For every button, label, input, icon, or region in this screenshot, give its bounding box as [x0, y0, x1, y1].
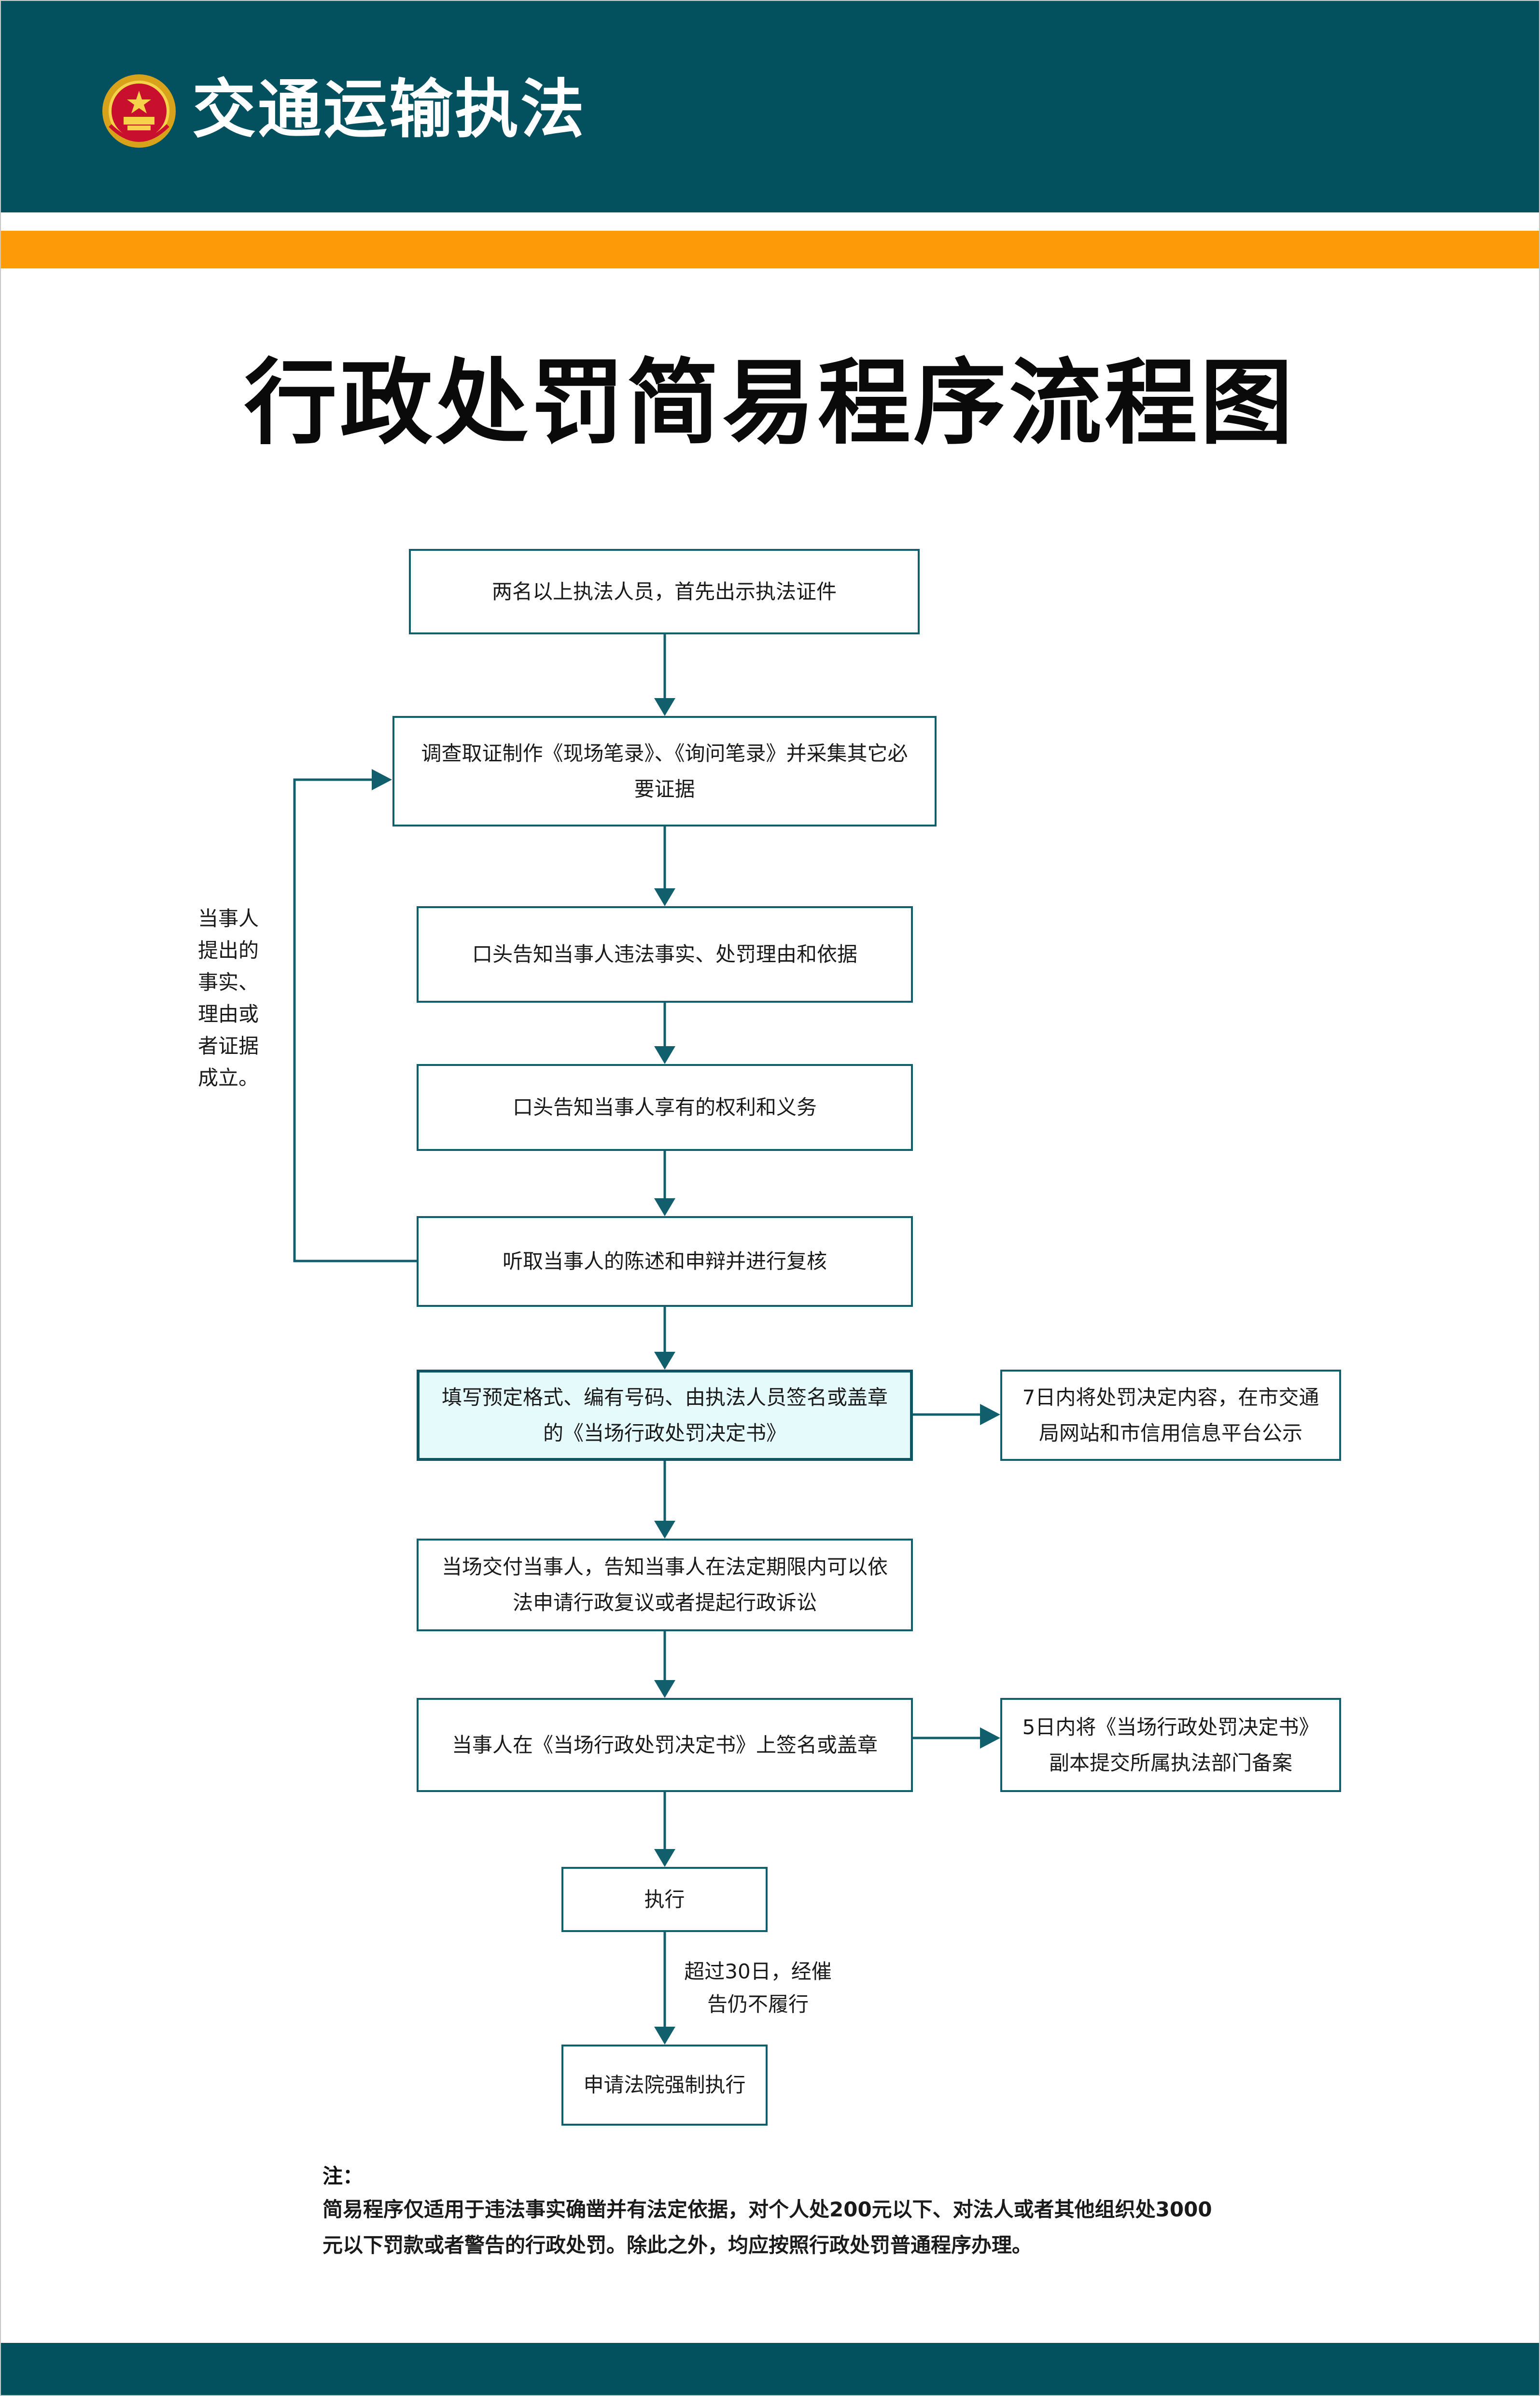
agency-name: 交通运输执法 — [192, 72, 586, 147]
step-deliver-notify: 当场交付当事人，告知当事人在法定期限内可以依法申请行政复议或者提起行政诉讼 — [417, 1539, 913, 1631]
footer-bar — [0, 2343, 1540, 2396]
step-inform-violation: 口头告知当事人违法事实、处罚理由和依据 — [417, 906, 913, 1003]
page-title: 行政处罚简易程序流程图 — [244, 349, 1296, 457]
orange-stripe — [0, 231, 1540, 268]
step-court-enforcement: 申请法院强制执行 — [561, 2045, 768, 2126]
step-hear-statement: 听取当事人的陈述和申辩并进行复核 — [417, 1216, 913, 1307]
step-show-credentials: 两名以上执法人员，首先出示执法证件 — [409, 549, 920, 634]
loop-back-arrow — [293, 778, 418, 1262]
note-heading: 注： — [322, 2164, 364, 2188]
step-execute: 执行 — [561, 1867, 768, 1932]
step-sign-seal: 当事人在《当场行政处罚决定书》上签名或盖章 — [417, 1698, 913, 1792]
note-publicity-7-days: 7日内将处罚决定内容，在市交通局网站和市信用信息平台公示 — [1000, 1370, 1341, 1461]
step-investigate-evidence: 调查取证制作《现场笔录》、《询问笔录》并采集其它必要证据 — [392, 716, 937, 827]
note-text: 简易程序仅适用于违法事实确凿并有法定依据，对个人处200元以下、对法人或者其他组… — [322, 2198, 1212, 2257]
overdue-condition-label: 超过30日，经催告仍不履行 — [684, 1960, 832, 2016]
step-inform-rights: 口头告知当事人享有的权利和义务 — [417, 1064, 913, 1151]
step-fill-decision: 填写预定格式、编有号码、由执法人员签名或盖章的《当场行政处罚决定书》 — [417, 1370, 913, 1461]
note-filing-5-days: 5日内将《当场行政处罚决定书》副本提交所属执法部门备案 — [1000, 1698, 1341, 1792]
loop-condition-label: 当事人提出的事实、理由或者证据成立。 — [198, 907, 259, 1090]
header-bar: 交通运输执法 — [0, 0, 1540, 212]
national-emblem-icon — [102, 74, 176, 148]
